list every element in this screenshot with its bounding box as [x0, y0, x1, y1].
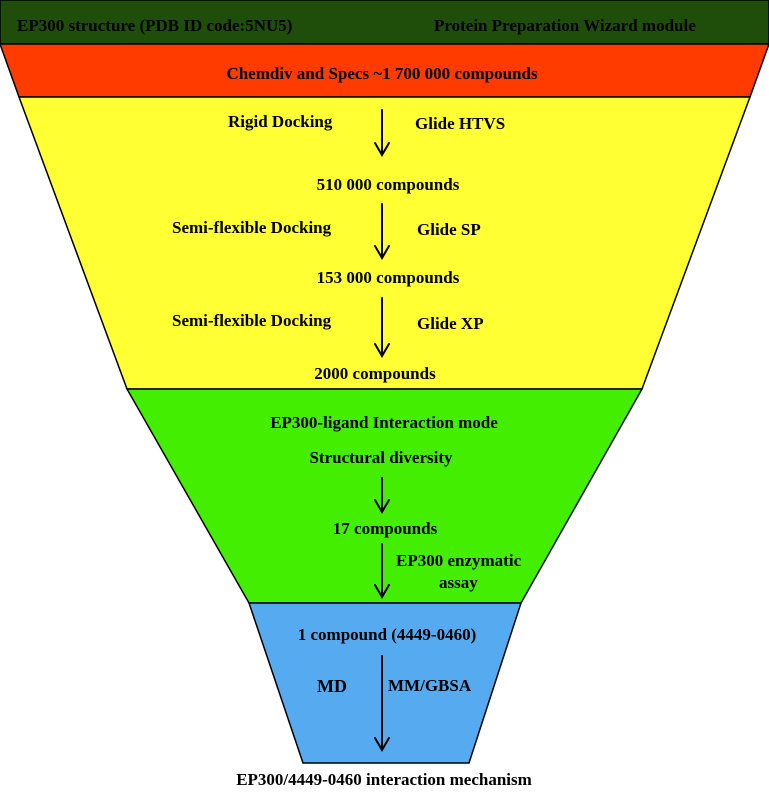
- arrow-xp: [374, 297, 390, 358]
- glide-htvs-label: Glide HTVS: [415, 114, 506, 133]
- semiflexible-docking-xp-label: Semi-flexible Docking: [172, 311, 332, 330]
- count-153000-label: 153 000 compounds: [316, 268, 460, 287]
- rigid-docking-label: Rigid Docking: [228, 112, 333, 131]
- selected-compound-label: 1 compound (4449-0460): [297, 625, 477, 644]
- semiflexible-docking-sp-label: Semi-flexible Docking: [172, 218, 332, 237]
- md-label: MD: [317, 676, 347, 696]
- md-band: [247, 602, 523, 764]
- structural-diversity-label: Structural diversity: [309, 448, 453, 467]
- arrow-htvs: [374, 109, 390, 157]
- assay-label-line1: EP300 enzymatic: [396, 551, 522, 570]
- arrow-md: [374, 655, 390, 752]
- assay-label-line2: assay: [439, 573, 478, 592]
- count-510000-label: 510 000 compounds: [316, 175, 460, 194]
- arrow-sp: [374, 203, 390, 260]
- arrow-assay: [374, 543, 390, 599]
- header-right-label: Protein Preparation Wizard module: [434, 16, 696, 35]
- glide-sp-label: Glide SP: [417, 220, 481, 239]
- interaction-mechanism-label: EP300/4449-0460 interaction mechanism: [236, 770, 532, 789]
- interaction-mode-label: EP300-ligand Interaction mode: [270, 413, 498, 432]
- glide-xp-label: Glide XP: [417, 314, 484, 333]
- docking-band: [17, 96, 752, 390]
- library-label: Chemdiv and Specs ~1 700 000 compounds: [226, 64, 538, 83]
- count-2000-label: 2000 compounds: [314, 364, 436, 383]
- count-17-label: 17 compounds: [332, 519, 438, 538]
- header-left-label: EP300 structure (PDB ID code:5NU5): [17, 16, 293, 35]
- arrow-diversity: [374, 477, 390, 514]
- mmgbsa-label: MM/GBSA: [388, 676, 472, 695]
